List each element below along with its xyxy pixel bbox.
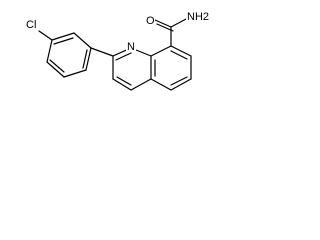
- amide-nitrogen-label: NH2: [187, 11, 209, 23]
- amide-bond-c-o-1: [154, 19, 172, 28]
- phenyl-bond-4: [63, 69, 87, 78]
- ring-nitrogen-label-bg: [126, 39, 136, 51]
- benzo-bond-c6-c5-inner: [170, 76, 188, 86]
- pyridine-bond-c2-n1-inner: [115, 52, 132, 61]
- benzo-bond-c8-c7-inner: [170, 50, 188, 60]
- phenyl-bond-1-inner: [53, 37, 74, 45]
- chlorine-label: Cl: [26, 19, 36, 31]
- benzo-bond-c8-c7: [170, 45, 192, 57]
- biaryl-bond: [90, 47, 114, 57]
- oxygen-label: O: [146, 15, 155, 27]
- phenyl-bond-3-inner: [82, 49, 88, 69]
- pyridine-ring: [112, 47, 152, 91]
- pyridine-bond-c4-c3-inner: [116, 76, 132, 86]
- ring-nitrogen-label: N: [127, 41, 135, 53]
- amide-nitrogen-label-bg: [186, 9, 210, 23]
- phenyl-bond-5-inner: [49, 59, 65, 73]
- pyridine-bond-c4-c3: [112, 78, 132, 91]
- benzo-bond-c8a-c8: [150, 45, 172, 57]
- phenyl-bond-2: [73, 32, 92, 49]
- phenyl-bond-3: [85, 47, 92, 71]
- chlorophenyl-ring: [38, 30, 92, 78]
- carboxamide-group: [154, 17, 189, 47]
- phenyl-bond-5: [46, 61, 65, 78]
- phenyl-bond-6: [46, 39, 53, 63]
- benzo-ring: [150, 45, 192, 91]
- benzo-bond-c5-c4a: [150, 78, 172, 91]
- amide-bond-c-o-2: [156, 23, 174, 32]
- pyridine-bond-c4a-c4: [130, 78, 152, 91]
- bond-cl-c: [38, 30, 53, 41]
- chlorine-label-bg: [26, 17, 40, 30]
- chemical-structure: Cl N O NH2: [26, 9, 210, 91]
- oxygen-label-bg: [145, 13, 155, 26]
- phenyl-bond-1: [51, 32, 75, 41]
- benzo-bond-c6-c5: [170, 78, 192, 91]
- amide-bond-c-n: [170, 17, 189, 28]
